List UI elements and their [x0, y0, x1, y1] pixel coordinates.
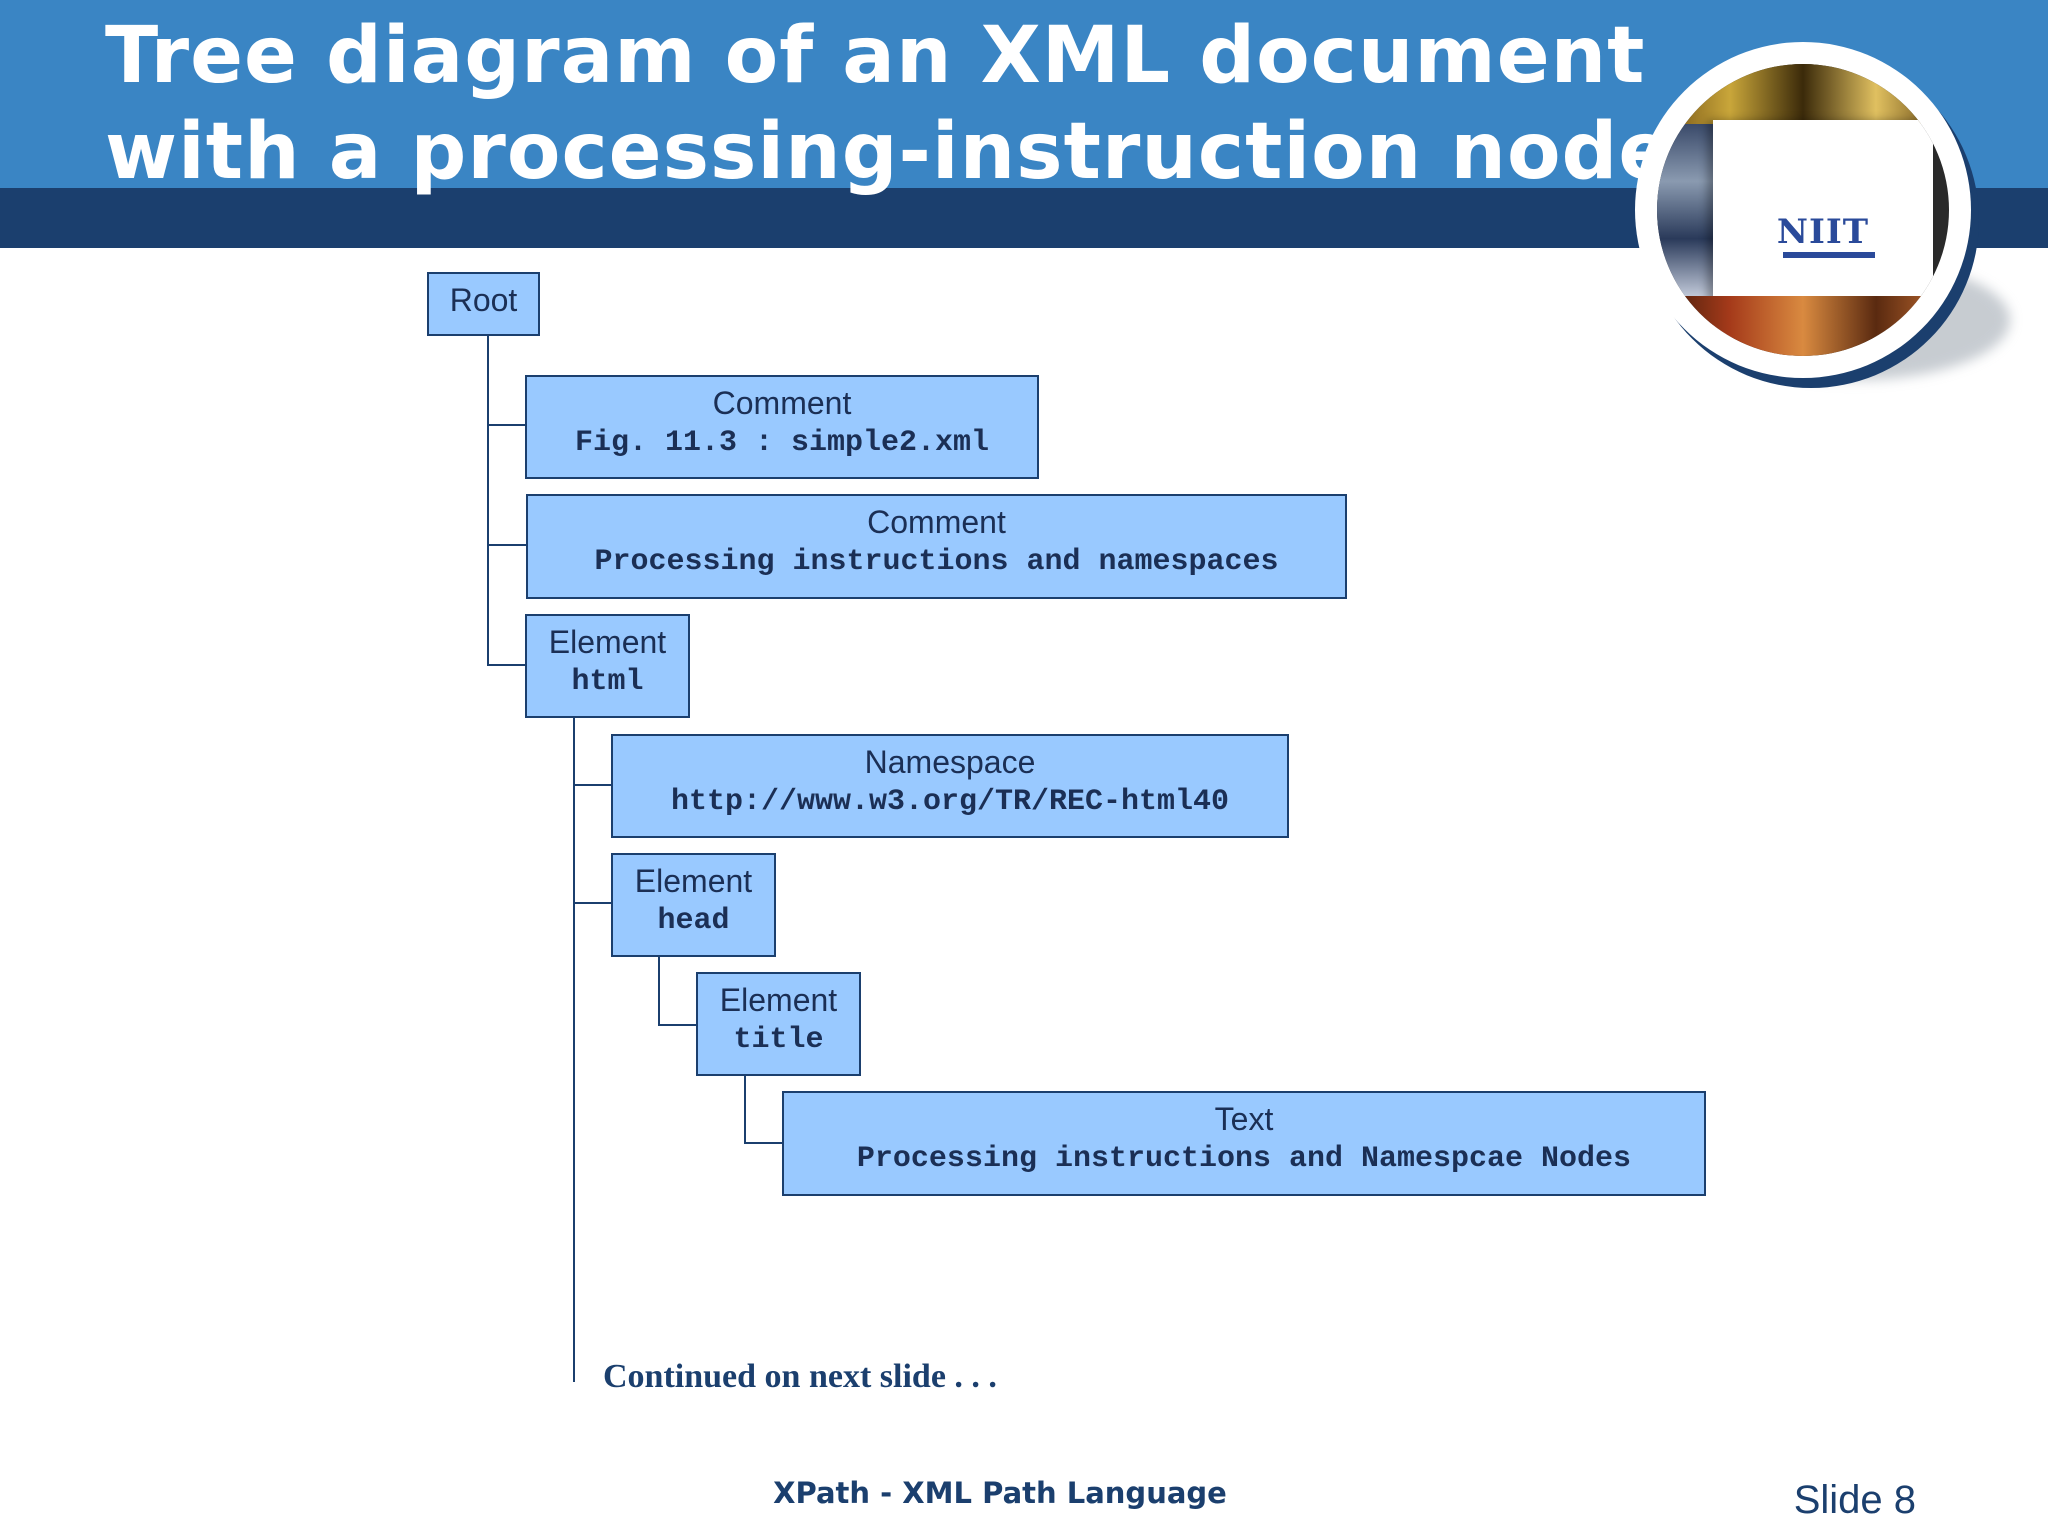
- connector-head: [573, 902, 612, 904]
- node-namespace: Namespace http://www.w3.org/TR/REC-html4…: [611, 734, 1289, 838]
- node-text: Text Processing instructions and Namespc…: [782, 1091, 1706, 1196]
- node-value: Processing instructions and namespaces: [594, 545, 1279, 579]
- node-type-label: Text: [1214, 1101, 1274, 1137]
- slide-number: Slide 8: [1793, 1478, 1916, 1522]
- node-value: html: [571, 665, 644, 699]
- node-value: title: [733, 1023, 824, 1057]
- node-element-title: Element title: [696, 972, 861, 1076]
- node-element-html: Element html: [525, 614, 690, 718]
- footer-title: XPath - XML Path Language: [773, 1476, 1227, 1510]
- connector-root-trunk: [487, 336, 489, 666]
- continued-note: Continued on next slide . . .: [603, 1358, 997, 1395]
- connector-namespace: [573, 784, 612, 786]
- node-value: Fig. 11.3 : simple2.xml: [574, 426, 990, 460]
- node-comment-2: Comment Processing instructions and name…: [526, 494, 1347, 599]
- connector-html: [487, 664, 526, 666]
- node-type-label: Element: [634, 863, 753, 899]
- node-type-label: Root: [449, 282, 518, 318]
- connector-title-trunk: [744, 1074, 746, 1144]
- node-type-label: Comment: [712, 385, 852, 421]
- connector-comment2: [487, 544, 527, 546]
- slide-title-line-2: with a processing-instruction node: [105, 107, 1673, 197]
- node-value: http://www.w3.org/TR/REC-html40: [670, 785, 1230, 819]
- connector-head-trunk: [658, 956, 660, 1026]
- node-type-label: Comment: [867, 504, 1006, 540]
- node-type-label: Element: [719, 982, 838, 1018]
- node-type-label: Namespace: [864, 744, 1036, 780]
- slide-title-line-1: Tree diagram of an XML document: [105, 11, 1646, 101]
- connector-comment1: [487, 424, 526, 426]
- node-value: head: [657, 904, 730, 938]
- node-element-head: Element head: [611, 853, 776, 957]
- niit-logo: NIIT: [1635, 42, 1971, 378]
- connector-html-trunk: [573, 716, 575, 1382]
- logo-image: NIIT: [1657, 64, 1949, 356]
- node-root: Root: [427, 272, 540, 336]
- logo-text: NIIT: [1776, 212, 1870, 252]
- node-type-label: Element: [548, 624, 667, 660]
- connector-title: [658, 1024, 697, 1026]
- node-value: Processing instructions and Namespcae No…: [856, 1142, 1632, 1176]
- slide-title: Tree diagram of an XML document with a p…: [105, 8, 1672, 200]
- connector-text: [744, 1142, 783, 1144]
- node-comment-1: Comment Fig. 11.3 : simple2.xml: [525, 375, 1039, 479]
